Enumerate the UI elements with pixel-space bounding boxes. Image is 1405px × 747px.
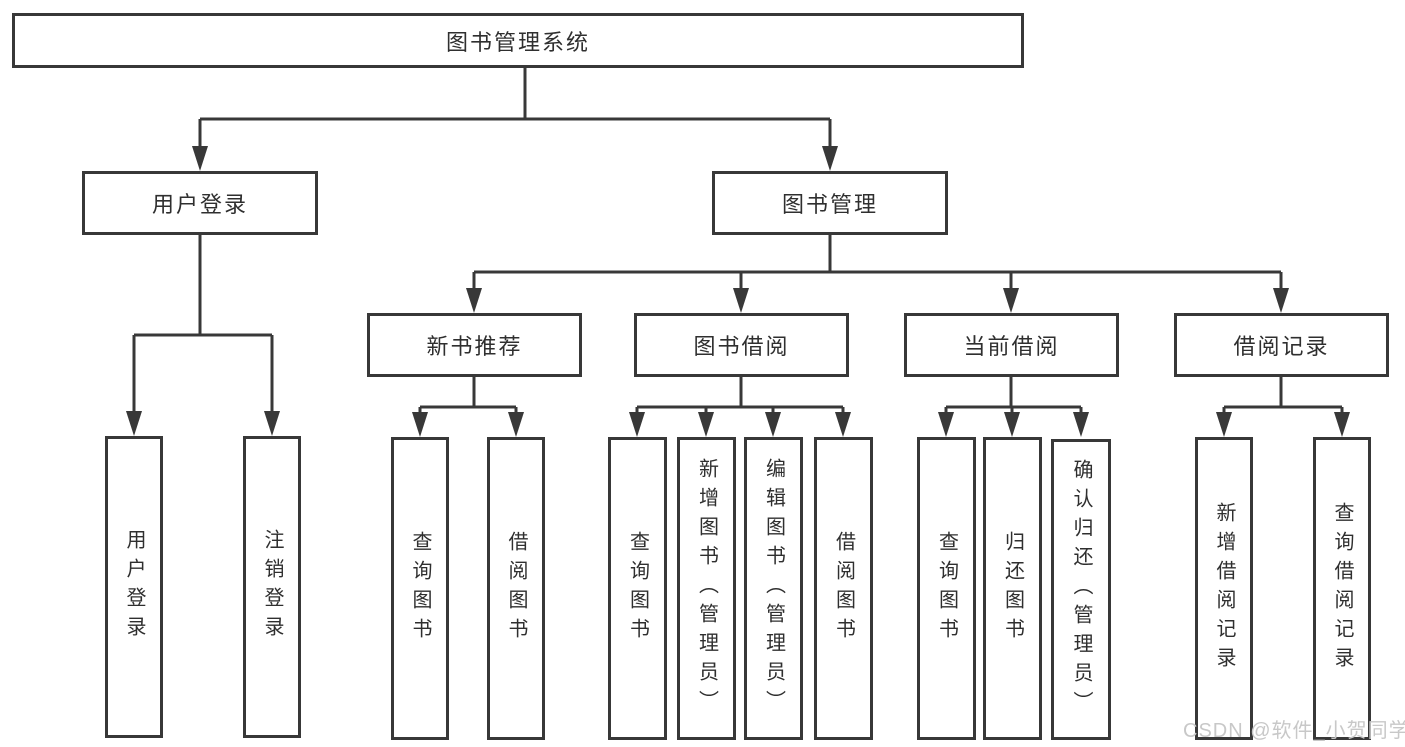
- arrowhead-icons: [126, 146, 1350, 437]
- node-book-borrow: 图书借阅: [634, 313, 849, 377]
- node-book-management: 图书管理: [712, 171, 948, 235]
- node-br-query-record: 查询借阅记录: [1313, 437, 1371, 740]
- node-br-add-record: 新增借阅记录: [1195, 437, 1253, 740]
- node-bb-borrow-books: 借阅图书: [814, 437, 873, 740]
- node-bb-edit-books: 编辑图书（管理员）: [744, 437, 803, 740]
- node-cb-query-books: 查询图书: [917, 437, 976, 740]
- node-new-book-recommend: 新书推荐: [367, 313, 582, 377]
- node-library-system: 图书管理系统: [12, 13, 1024, 68]
- node-cb-return-books: 归还图书: [983, 437, 1042, 740]
- csdn-watermark: CSDN @软件_小贺同学: [1183, 720, 1405, 742]
- node-user-login: 用户登录: [82, 171, 318, 235]
- node-nb-query-books: 查询图书: [391, 437, 449, 740]
- node-bb-add-books: 新增图书（管理员）: [677, 437, 736, 740]
- node-leaf-user-login: 用户登录: [105, 436, 163, 738]
- node-cb-confirm-return: 确认归还（管理员）: [1051, 439, 1111, 740]
- node-nb-borrow-books: 借阅图书: [487, 437, 545, 740]
- node-leaf-logout: 注销登录: [243, 436, 301, 738]
- node-bb-query-books: 查询图书: [608, 437, 667, 740]
- node-borrow-records: 借阅记录: [1174, 313, 1389, 377]
- node-current-borrow: 当前借阅: [904, 313, 1119, 377]
